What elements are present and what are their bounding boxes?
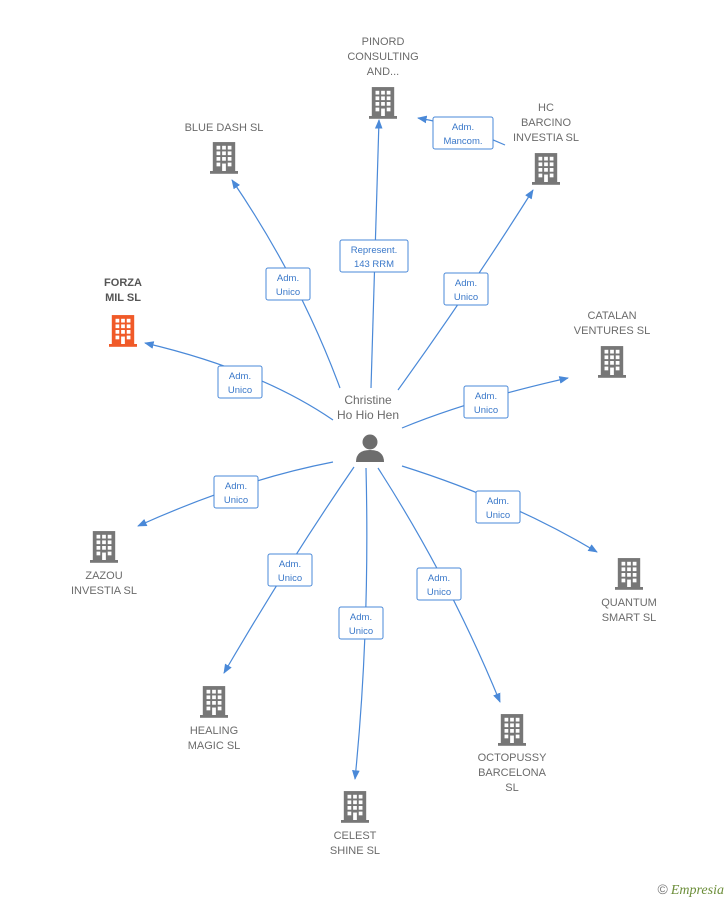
- building-icon: [615, 558, 643, 590]
- company-name-line: FORZA: [104, 277, 142, 289]
- edge-healing-magic-label-line: Adm.: [279, 559, 301, 570]
- edge-zazou-investia-label-box: [213, 475, 259, 509]
- edge-hc-barcino-to-pinord[interactable]: Adm. Mancom.: [417, 115, 506, 150]
- person-icon: [356, 434, 384, 462]
- edge-octopussy-barcelona[interactable]: Adm. Unico: [377, 467, 501, 703]
- company-node-zazou-investia[interactable]: ZAZOU INVESTIA SL: [71, 531, 137, 597]
- edge-pinord-label-line: 143 RRM: [354, 259, 394, 270]
- nodes-layer: PINORD CONSULTING AND... BLUE DASH SL HC BARC…: [71, 36, 657, 857]
- company-name-line: SHINE SL: [330, 845, 380, 857]
- building-icon: [210, 142, 238, 174]
- company-name-line: MIL SL: [105, 292, 141, 304]
- edge-celest-shine[interactable]: Adm. Unico: [338, 467, 384, 780]
- company-name-line: HC: [538, 102, 554, 114]
- building-icon: [498, 714, 526, 746]
- building-icon: [532, 153, 560, 185]
- edge-zazou-investia-label-line: Adm.: [225, 481, 247, 492]
- edge-celest-shine-label-line: Adm.: [350, 612, 372, 623]
- company-name-line: OCTOPUSSY: [478, 752, 548, 764]
- edges-layer: Represent.143 RRMAdm.UnicoAdm.UnicoAdm.U…: [137, 115, 598, 780]
- edge-forza-mil-label-line: Adm.: [229, 371, 251, 382]
- company-node-hc-barcino[interactable]: HC BARCINO INVESTIA SL: [513, 102, 579, 185]
- edge-blue-dash[interactable]: Adm. Unico: [231, 179, 341, 389]
- company-node-blue-dash[interactable]: BLUE DASH SL: [185, 122, 264, 174]
- edge-forza-mil-label-box: [217, 365, 263, 399]
- company-name-line: ZAZOU: [85, 570, 122, 582]
- building-icon: [200, 686, 228, 718]
- company-name-line: BARCELONA: [478, 767, 547, 779]
- edge-hc-barcino-label-line: Unico: [454, 292, 478, 303]
- edge-catalan-ventures-label-line: Adm.: [475, 391, 497, 402]
- company-name-line: INVESTIA SL: [513, 132, 579, 144]
- edge-healing-magic[interactable]: Adm. Unico: [223, 466, 355, 674]
- copyright-icon: ©: [657, 881, 668, 897]
- company-node-octopussy-barcelona[interactable]: OCTOPUSSY BARCELONA SL: [478, 714, 548, 794]
- building-icon: [90, 531, 118, 563]
- edge-quantum-smart-label-line: Unico: [486, 510, 510, 521]
- company-name-line: PINORD: [362, 36, 405, 48]
- center-name-line-2: Ho Hio Hen: [337, 408, 399, 422]
- edge-blue-dash-label-line: Adm.: [277, 273, 299, 284]
- company-name-line: CATALAN: [587, 310, 636, 322]
- edge-hc-barcino[interactable]: Adm. Unico: [397, 189, 534, 391]
- company-name-line: SL: [505, 782, 518, 794]
- company-name-line: QUANTUM: [601, 597, 657, 609]
- edge-pinord-label-box: [339, 239, 409, 273]
- center-name-line-1: Christine: [344, 393, 392, 407]
- building-icon: [109, 315, 137, 347]
- company-name-line: HEALING: [190, 725, 238, 737]
- company-node-healing-magic[interactable]: HEALING MAGIC SL: [188, 686, 241, 752]
- edge-blue-dash-label-box: [265, 267, 311, 301]
- company-name-line: BLUE DASH SL: [185, 122, 264, 134]
- edge-celest-shine-label-line: Unico: [349, 626, 373, 637]
- company-name-line: SMART SL: [602, 612, 657, 624]
- edge-catalan-ventures[interactable]: Adm. Unico: [401, 376, 569, 429]
- empresia-credit[interactable]: ©Empresia: [658, 881, 724, 899]
- edge-pinord-label-line: Represent.: [351, 245, 397, 256]
- building-icon: [341, 791, 369, 823]
- company-name-line: MAGIC SL: [188, 740, 241, 752]
- edge-octopussy-barcelona-label-line: Unico: [427, 587, 451, 598]
- edge-catalan-ventures-label-box: [463, 385, 509, 419]
- company-name-line: INVESTIA SL: [71, 585, 137, 597]
- company-node-quantum-smart[interactable]: QUANTUM SMART SL: [601, 558, 657, 624]
- edge-blue-dash-label-line: Unico: [276, 287, 300, 298]
- edge-quantum-smart-label-box: [475, 490, 521, 524]
- edge-quantum-smart-label-line: Adm.: [487, 496, 509, 507]
- edge-octopussy-barcelona-label-box: [416, 567, 462, 601]
- company-node-celest-shine[interactable]: CELEST SHINE SL: [330, 791, 380, 857]
- edge-hc-barcino-to-pinord-label-box: [432, 116, 494, 150]
- edge-hc-barcino-label-line: Adm.: [455, 278, 477, 289]
- company-name-line: VENTURES SL: [574, 325, 650, 337]
- company-node-catalan-ventures[interactable]: CATALAN VENTURES SL: [574, 310, 650, 378]
- building-icon: [598, 346, 626, 378]
- company-name-line: CONSULTING: [347, 51, 418, 63]
- edge-hc-barcino-label-box: [443, 272, 489, 306]
- edge-pinord[interactable]: Represent. 143 RRM: [339, 119, 409, 389]
- edge-healing-magic-label-box: [267, 553, 313, 587]
- edge-octopussy-barcelona-label-line: Adm.: [428, 573, 450, 584]
- edge-forza-mil-label-line: Unico: [228, 385, 252, 396]
- edge-forza-mil[interactable]: Adm. Unico: [144, 341, 334, 421]
- empresia-logo-text: Empresia: [670, 883, 724, 898]
- company-name-line: BARCINO: [521, 117, 572, 129]
- edge-quantum-smart[interactable]: Adm. Unico: [401, 465, 598, 553]
- edge-zazou-investia[interactable]: Adm. Unico: [137, 461, 334, 527]
- edge-zazou-investia-label-line: Unico: [224, 495, 248, 506]
- building-icon: [369, 87, 397, 119]
- edge-catalan-ventures-label-line: Unico: [474, 405, 498, 416]
- edge-hc-barcino-to-pinord-label-line: Mancom.: [443, 136, 482, 147]
- edge-celest-shine-label-box: [338, 606, 384, 640]
- company-node-forza-mil[interactable]: FORZA MIL SL: [104, 277, 142, 347]
- company-node-pinord[interactable]: PINORD CONSULTING AND...: [347, 36, 419, 119]
- edge-healing-magic-label-line: Unico: [278, 573, 302, 584]
- edge-hc-barcino-to-pinord-label-line: Adm.: [452, 122, 474, 133]
- company-name-line: CELEST: [334, 830, 377, 842]
- company-name-line: AND...: [367, 66, 399, 78]
- center-person-node[interactable]: Christine Ho Hio Hen: [337, 393, 399, 462]
